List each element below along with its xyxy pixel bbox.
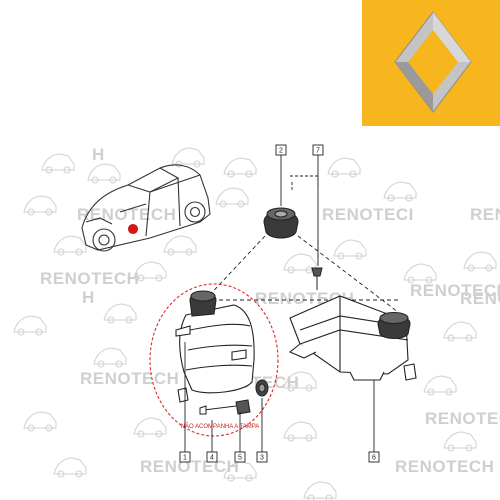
callout-6: 6 — [368, 451, 380, 463]
watermark-text: RENOTECH — [460, 289, 500, 308]
watermark-text: RENOTECH — [80, 369, 179, 388]
watermark-text: RENOTECH — [470, 205, 500, 224]
watermark-car-icon — [463, 251, 497, 272]
callout-label-2: 2 — [279, 148, 283, 155]
watermark-text: RENOTECH — [395, 457, 494, 476]
retaining-bolt — [311, 267, 323, 290]
callout-3: 3 — [256, 451, 268, 463]
renault-logo — [362, 0, 500, 126]
reservoir-cap-upper — [263, 207, 299, 239]
expansion-tank-old — [175, 290, 255, 403]
watermark-car-icon — [87, 163, 121, 184]
callout-7: 7 — [312, 144, 324, 156]
watermark-car-icon — [443, 321, 477, 342]
watermark-car-icon — [41, 153, 75, 174]
cap-dashed-indicator — [290, 175, 319, 192]
watermark-car-icon — [333, 239, 367, 260]
level-sensor — [199, 399, 251, 415]
watermark-text: RENOTECI — [322, 205, 414, 224]
watermark-car-icon — [383, 181, 417, 202]
callout-1: 1 — [179, 451, 191, 463]
watermark-car-icon — [443, 431, 477, 452]
watermark-car-icon — [423, 375, 457, 396]
callout-label-3: 3 — [260, 455, 264, 462]
watermark-text: H — [82, 288, 95, 307]
callout-2: 2 — [275, 144, 287, 156]
watermark-car-icon — [133, 417, 167, 438]
watermark-car-icon — [223, 157, 257, 178]
watermark-text: RENOTECH — [40, 269, 139, 288]
watermark-car-icon — [13, 315, 47, 336]
callout-4: 4 — [206, 451, 218, 463]
watermark-car-icon — [283, 371, 317, 392]
renault-diamond-icon — [394, 11, 472, 113]
car-illustration — [81, 164, 211, 252]
watermark-car-icon — [23, 411, 57, 432]
not-included-note: NÃO ACOMPANHA A TAMPA — [181, 423, 260, 430]
callout-label-1: 1 — [183, 455, 187, 462]
callout-label-6: 6 — [372, 455, 376, 462]
callouts — [184, 152, 375, 452]
watermark-text: RENOTECH — [410, 281, 500, 300]
not-included-ring — [149, 283, 279, 437]
callout-label-4: 4 — [210, 455, 214, 462]
reservoir-location-marker — [127, 223, 139, 235]
watermark-car-icon — [327, 157, 361, 178]
watermark-car-icon — [283, 421, 317, 442]
watermark-car-icon — [171, 147, 205, 168]
seal-ring — [255, 379, 269, 397]
watermark-car-icon — [215, 187, 249, 208]
watermark-car-icon — [403, 263, 437, 284]
expansion-tank-new — [288, 295, 417, 381]
watermark-car-icon — [53, 235, 87, 256]
watermark-car-icon — [103, 303, 137, 324]
watermark-text: H — [92, 145, 105, 164]
watermark-car-icon — [283, 253, 317, 274]
callout-label-7: 7 — [316, 148, 320, 155]
watermark-car-icon — [133, 261, 167, 282]
watermark-text: RENOTECH — [425, 409, 500, 428]
watermark-car-icon — [223, 461, 257, 482]
watermark-car-icon — [23, 195, 57, 216]
watermark-car-icon — [303, 481, 337, 500]
watermark-car-icon — [93, 347, 127, 368]
watermark-car-icon — [53, 457, 87, 478]
callout-label-5: 5 — [238, 455, 242, 462]
callout-5: 5 — [234, 451, 246, 463]
watermark-car-icon — [163, 235, 197, 256]
